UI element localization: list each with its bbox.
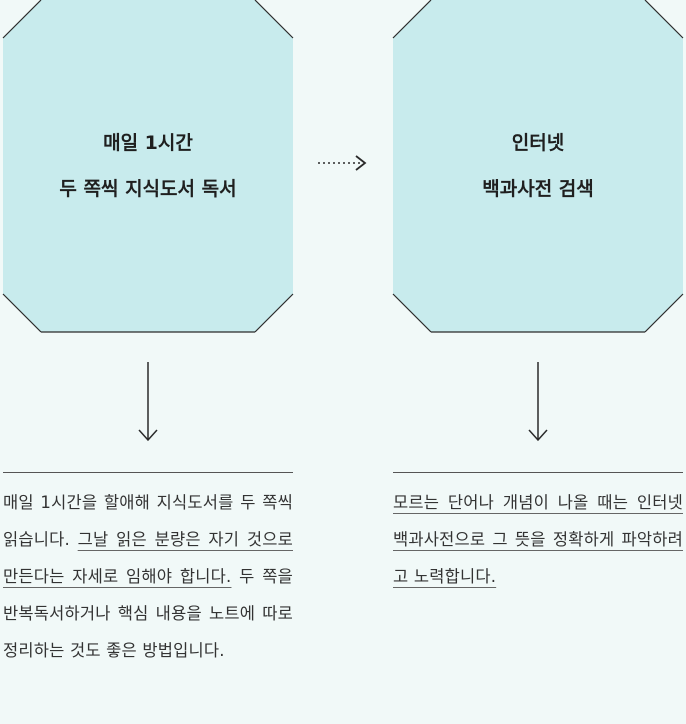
left-desc-text-1: 매일 1시간을 할애해 지식도서를 두 쪽씩 읽습니다. [3, 493, 293, 549]
divider [3, 472, 293, 473]
right-box-line1: 인터넷 [511, 132, 565, 154]
down-arrow-icon [528, 362, 548, 442]
right-box-label: 인터넷 백과사전 검색 [393, 120, 683, 212]
left-box-line1: 매일 1시간 [103, 132, 193, 154]
left-description: 매일 1시간을 할애해 지식도서를 두 쪽씩 읽습니다. 그날 읽은 분량은 자… [3, 484, 293, 669]
right-box-line2: 백과사전 검색 [482, 178, 594, 200]
step-box-daily-reading [3, 0, 293, 332]
left-box-line2: 두 쪽씩 지식도서 독서 [59, 178, 237, 200]
divider [393, 472, 683, 473]
left-desc-underlined: 그날 읽은 분량은 자기 것으로 만든다는 자세로 임해야 합니다. [3, 530, 293, 586]
down-arrow-icon [138, 362, 158, 442]
step-box-encyclopedia-search [393, 0, 683, 332]
right-desc-underlined: 모르는 단어나 개념이 나올 때는 인터넷 백과사전으로 그 뜻을 정확하게 파… [393, 493, 683, 586]
right-description: 모르는 단어나 개념이 나올 때는 인터넷 백과사전으로 그 뜻을 정확하게 파… [393, 484, 683, 595]
left-box-label: 매일 1시간 두 쪽씩 지식도서 독서 [3, 120, 293, 212]
left-desc-text-2: 두 쪽을 반복독서하거나 핵심 내용을 노트에 따로 정리하는 것도 좋은 방법… [3, 567, 293, 660]
dotted-arrow-icon [318, 155, 367, 171]
